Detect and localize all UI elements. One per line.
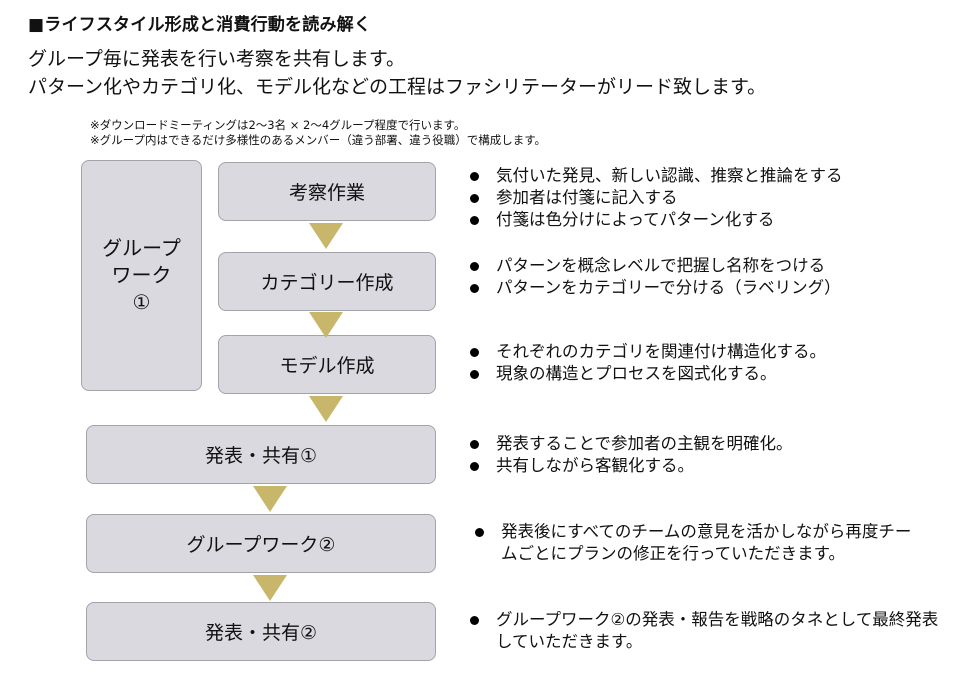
bullet-text: それぞれのカテゴリを関連付け構造化する。 [496,342,826,361]
step-category-label: カテゴリー作成 [260,272,394,294]
step-model: モデル作成 [218,335,436,394]
list-item: 気付いた発見、新しい認識、推察と推論をする [470,165,843,187]
bullet-dot-icon [475,528,484,537]
step-group-work-2-label: グループワーク② [186,534,336,556]
bullet-dot-icon [470,348,479,357]
bullets-model: それぞれのカテゴリを関連付け構造化する。 現象の構造とプロセスを図式化する。 [470,341,826,385]
step-model-label: モデル作成 [279,355,375,377]
bullet-dot-icon [470,370,479,379]
list-item: パターンをカテゴリーで分ける（ラベリング） [470,277,841,299]
bullets-category: パターンを概念レベルで把握し名称をつける パターンをカテゴリーで分ける（ラベリン… [470,255,841,299]
list-item: それぞれのカテゴリを関連付け構造化する。 [470,341,826,363]
step-group-work-1-line-2: ワーク [111,263,172,287]
bullet-text: グループワーク②の発表・報告を戦略のタネとして最終発表していただきます。 [496,610,939,651]
step-happyo-2: 発表・共有② [86,602,436,661]
note-line-2: ※グループ内はできるだけ多様性のあるメンバー（違う部署、違う役職）で構成します。 [90,133,547,147]
step-group-work-1: グループ ワーク ① [81,160,202,391]
list-item: 参加者は付箋に記入する [470,187,843,209]
note-line-1: ※ダウンロードミーティングは2〜3名 × 2〜4グループ程度で行います。 [90,118,466,132]
bullet-dot-icon [470,440,479,449]
step-happyo-2-label: 発表・共有② [204,622,318,644]
step-happyo-1-label: 発表・共有① [204,445,318,467]
page-title: ■ライフスタイル形成と消費行動を読み解く [28,15,372,35]
list-item: 付箋は色分けによってパターン化する [470,209,843,231]
bullet-dot-icon [470,172,479,181]
step-happyo-1: 発表・共有① [86,425,436,484]
bullet-text: 発表後にすべてのチームの意見を活かしながら再度チームごとにプランの修正を行ってい… [501,522,912,563]
bullet-dot-icon [470,616,479,625]
list-item: 共有しながら客観化する。 [470,455,793,477]
intro-line-2: パターン化やカテゴリ化、モデル化などの工程はファシリテーターがリード致します。 [28,76,767,98]
bullet-dot-icon [470,462,479,471]
bullets-happyo-2: グループワーク②の発表・報告を戦略のタネとして最終発表していただきます。 [470,609,951,653]
list-item: グループワーク②の発表・報告を戦略のタネとして最終発表していただきます。 [470,609,951,653]
flow-arrow-down-icon [253,575,287,601]
bullet-dot-icon [470,194,479,203]
bullets-group-work-2: 発表後にすべてのチームの意見を活かしながら再度チームごとにプランの修正を行ってい… [475,521,921,565]
bullet-dot-icon [470,262,479,271]
bullet-text: 現象の構造とプロセスを図式化する。 [496,364,777,383]
step-kousatsu-label: 考察作業 [288,182,365,204]
bullet-text: 付箋は色分けによってパターン化する [496,210,775,229]
bullet-text: 発表することで参加者の主観を明確化。 [496,434,793,453]
intro-line-1: グループ毎に発表を行い考察を共有します。 [28,48,405,70]
step-group-work-1-line-3: ① [132,290,151,314]
list-item: パターンを概念レベルで把握し名称をつける [470,255,841,277]
step-group-work-2: グループワーク② [86,514,436,573]
flow-arrow-down-icon [309,312,343,338]
list-item: 発表することで参加者の主観を明確化。 [470,433,793,455]
flow-arrow-down-icon [309,396,343,422]
bullet-dot-icon [470,216,479,225]
bullet-text: 共有しながら客観化する。 [496,456,694,475]
bullets-happyo-1: 発表することで参加者の主観を明確化。 共有しながら客観化する。 [470,433,793,477]
list-item: 現象の構造とプロセスを図式化する。 [470,363,826,385]
step-category: カテゴリー作成 [218,252,436,311]
bullet-text: 気付いた発見、新しい認識、推察と推論をする [496,166,843,185]
step-group-work-1-line-1: グループ [102,236,181,260]
bullets-kousatsu: 気付いた発見、新しい認識、推察と推論をする 参加者は付箋に記入する 付箋は色分け… [470,165,843,231]
bullet-text: 参加者は付箋に記入する [496,188,678,207]
flow-arrow-down-icon [309,223,343,249]
bullet-text: パターンをカテゴリーで分ける（ラベリング） [496,278,841,297]
bullet-text: パターンを概念レベルで把握し名称をつける [496,256,826,275]
step-kousatsu: 考察作業 [218,162,436,221]
flow-arrow-down-icon [253,486,287,512]
list-item: 発表後にすべてのチームの意見を活かしながら再度チームごとにプランの修正を行ってい… [475,521,921,565]
bullet-dot-icon [470,284,479,293]
